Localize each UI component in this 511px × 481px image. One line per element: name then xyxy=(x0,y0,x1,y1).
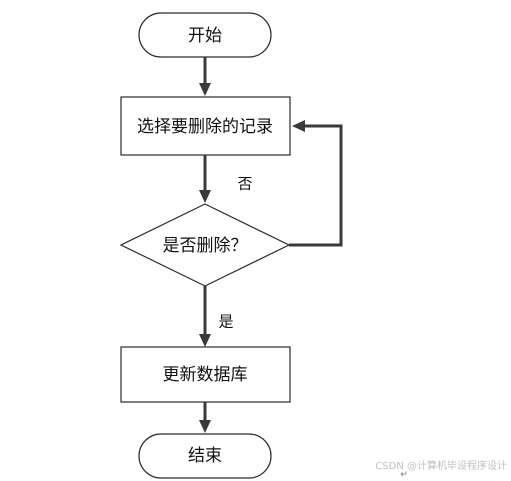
arrow-no-loop-back xyxy=(289,120,343,247)
csdn-watermark: CSDN @计算机毕设程序设计 xyxy=(375,459,507,472)
end-node: 结束 xyxy=(138,433,272,479)
start-label: 开始 xyxy=(188,26,222,46)
confirm-delete-node: 是否删除？ xyxy=(119,203,291,287)
update-database-label: 更新数据库 xyxy=(163,365,248,385)
start-node: 开始 xyxy=(138,12,272,58)
confirm-delete-label: 是否删除？ xyxy=(163,236,248,256)
arrow-decision-to-update xyxy=(199,286,211,347)
select-record-label: 选择要删除的记录 xyxy=(137,117,273,137)
yes-branch-label: 是 xyxy=(218,313,233,331)
arrow-update-to-end xyxy=(199,402,211,433)
arrow-select-to-decision xyxy=(199,155,211,203)
return-mark-icon: ↵ xyxy=(400,470,408,480)
update-database-node: 更新数据库 xyxy=(120,346,291,403)
no-branch-label: 否 xyxy=(237,175,252,193)
end-label: 结束 xyxy=(188,446,222,466)
arrow-start-to-select xyxy=(199,57,211,96)
select-record-node: 选择要删除的记录 xyxy=(120,96,291,156)
